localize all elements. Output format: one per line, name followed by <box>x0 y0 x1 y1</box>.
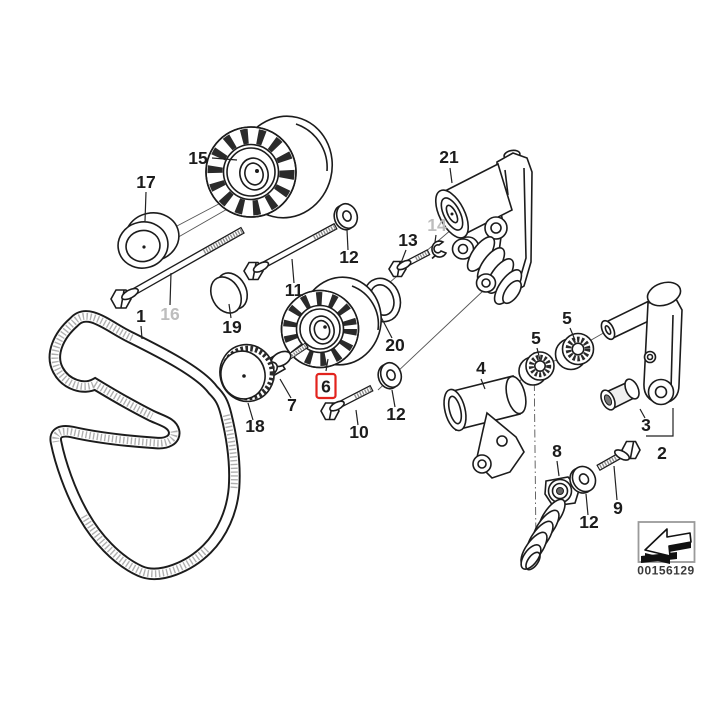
part-label-18[interactable]: 18 <box>245 416 265 436</box>
part-14-clip <box>431 240 448 260</box>
part-12-washer-top <box>333 202 359 231</box>
selected-part-callout[interactable]: 6 <box>315 372 337 400</box>
leader-lines <box>140 157 674 516</box>
part-5-bearing-left <box>518 351 555 386</box>
part-label-8[interactable]: 8 <box>552 441 562 461</box>
part-label-20[interactable]: 20 <box>385 335 405 355</box>
part-labels: 15 17 21 1 16 19 11 12 13 14 20 4 5 5 7 … <box>136 147 667 532</box>
part-10-hex-bolt <box>320 384 374 421</box>
part-label-3[interactable]: 3 <box>641 415 651 435</box>
part-label-9[interactable]: 9 <box>613 498 623 518</box>
part-label-16[interactable]: 16 <box>160 304 180 324</box>
part-2-support-arm <box>600 281 683 406</box>
part-11-hex-bolt <box>243 222 338 281</box>
diagram-code: 00156129 <box>637 564 694 578</box>
part-label-1[interactable]: 1 <box>136 306 146 326</box>
part-1-ribbed-belt <box>48 310 241 581</box>
part-6-tensioner-pulley <box>280 276 382 369</box>
part-label-12b[interactable]: 12 <box>386 404 406 424</box>
part-label-14[interactable]: 14 <box>427 215 447 235</box>
part-label-13[interactable]: 13 <box>398 230 418 250</box>
part-16-long-bolt <box>110 226 245 309</box>
part-label-5b[interactable]: 5 <box>562 308 572 328</box>
part-4-pivot-arm <box>443 375 527 479</box>
part-18-knurled-disk <box>219 343 276 403</box>
part-label-2[interactable]: 2 <box>657 443 667 463</box>
part-9-hex-bolt <box>596 440 641 472</box>
part-5-bearing-right <box>554 332 595 371</box>
part-12-washer-middle <box>377 361 403 390</box>
part-17-dust-cap <box>117 212 180 269</box>
part-15-idler-pulley <box>205 115 334 219</box>
part-8-vibration-damper <box>520 476 580 571</box>
part-21-belt-tensioner <box>434 149 533 305</box>
part-label-7[interactable]: 7 <box>287 395 297 415</box>
part-label-12a[interactable]: 12 <box>339 247 359 267</box>
part-3-plug <box>600 378 640 411</box>
part-label-6[interactable]: 6 <box>321 377 331 397</box>
part-label-5a[interactable]: 5 <box>531 328 541 348</box>
part-label-15[interactable]: 15 <box>188 148 208 168</box>
part-label-12c[interactable]: 12 <box>579 512 599 532</box>
part-19-oval-cap <box>209 272 249 314</box>
part-12-washer-bottom <box>569 465 597 494</box>
highlight-box <box>315 372 337 400</box>
part-label-11[interactable]: 11 <box>285 280 304 300</box>
diagram-code-stamp: 00156129 <box>637 521 696 578</box>
page-turn-arrow-icon <box>641 528 692 564</box>
part-13-hex-bolt <box>388 249 431 278</box>
part-label-19[interactable]: 19 <box>222 317 242 337</box>
part-label-10[interactable]: 10 <box>349 422 369 442</box>
part-label-21[interactable]: 21 <box>439 147 459 167</box>
part-label-17[interactable]: 17 <box>136 172 155 192</box>
part-label-4[interactable]: 4 <box>476 358 486 378</box>
